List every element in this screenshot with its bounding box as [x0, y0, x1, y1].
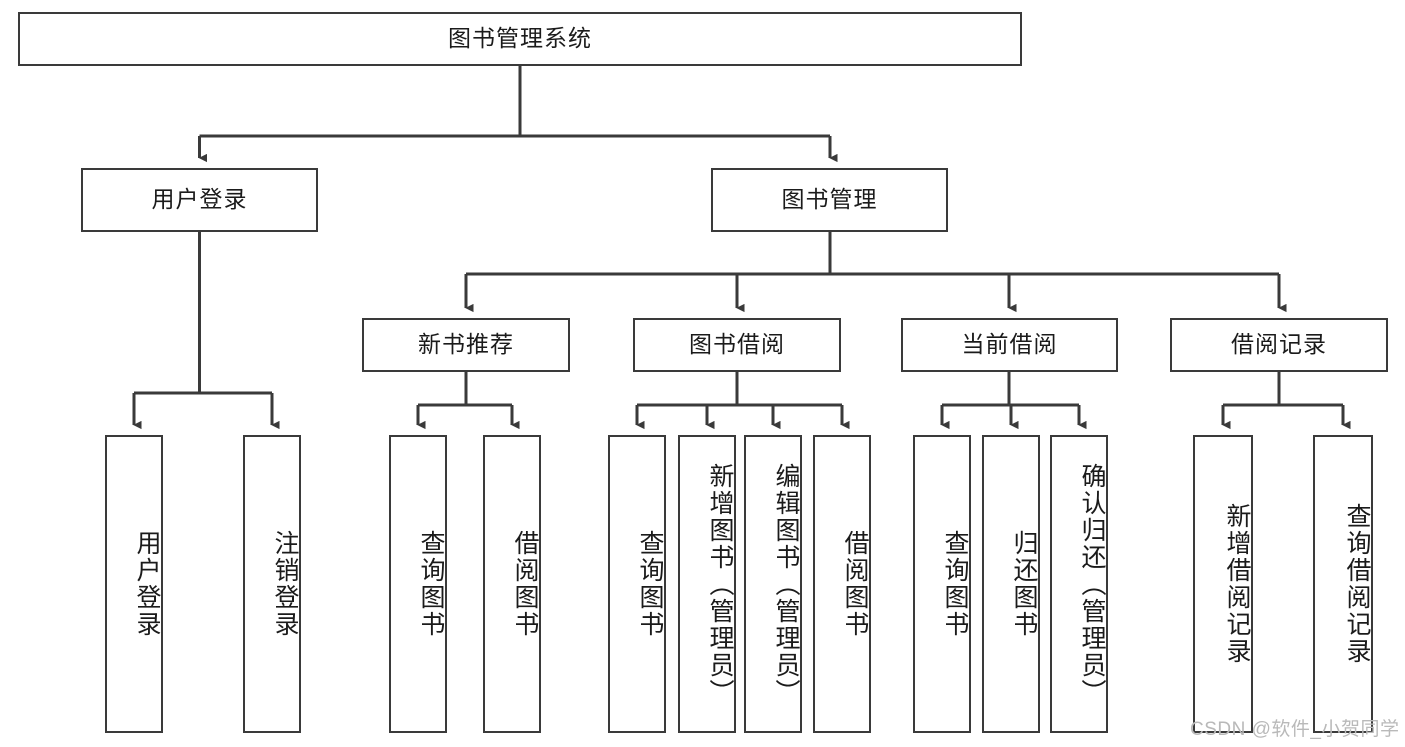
leaf-borrow-book-newbook[interactable]: 借阅图书 — [483, 435, 541, 733]
node-label: 确认归还（管理员） — [1078, 462, 1106, 706]
node-label: 图书管理系统 — [448, 25, 592, 52]
leaf-confirm-return-admin[interactable]: 确认归还（管理员） — [1050, 435, 1108, 733]
node-label: 图书管理 — [781, 186, 878, 213]
leaf-edit-book-admin[interactable]: 编辑图书（管理员） — [744, 435, 802, 733]
leaf-return-book[interactable]: 归还图书 — [982, 435, 1040, 733]
leaf-query-book-borrow[interactable]: 查询图书 — [608, 435, 666, 733]
node-label: 借阅图书 — [511, 530, 539, 638]
node-label: 新书推荐 — [418, 331, 514, 358]
node-label: 用户登录 — [151, 186, 248, 213]
leaf-query-book-newbook[interactable]: 查询图书 — [389, 435, 447, 733]
node-borrowing-record[interactable]: 借阅记录 — [1170, 318, 1388, 372]
node-label: 当前借阅 — [961, 331, 1058, 358]
node-label: 用户登录 — [133, 530, 161, 638]
leaf-add-book-admin[interactable]: 新增图书（管理员） — [678, 435, 736, 733]
node-label: 查询图书 — [941, 530, 969, 638]
node-label: 注销登录 — [271, 530, 299, 638]
node-label: 查询借阅记录 — [1343, 503, 1371, 665]
leaf-add-borrowing-record[interactable]: 新增借阅记录 — [1193, 435, 1253, 733]
leaf-borrow-book[interactable]: 借阅图书 — [813, 435, 871, 733]
node-label: 图书借阅 — [689, 331, 785, 358]
node-user-login[interactable]: 用户登录 — [81, 168, 318, 232]
leaf-logout[interactable]: 注销登录 — [243, 435, 301, 733]
node-label: 借阅记录 — [1231, 331, 1327, 358]
node-book-management[interactable]: 图书管理 — [711, 168, 948, 232]
node-label: 新增借阅记录 — [1223, 503, 1251, 665]
node-label: 查询图书 — [636, 530, 664, 638]
node-book-borrowing[interactable]: 图书借阅 — [633, 318, 841, 372]
node-book-management-system[interactable]: 图书管理系统 — [18, 12, 1022, 66]
leaf-query-book-current[interactable]: 查询图书 — [913, 435, 971, 733]
node-label: 编辑图书（管理员） — [772, 462, 800, 706]
node-current-borrowing[interactable]: 当前借阅 — [901, 318, 1118, 372]
node-label: 归还图书 — [1010, 530, 1038, 638]
node-label: 新增图书（管理员） — [706, 462, 734, 706]
leaf-user-login[interactable]: 用户登录 — [105, 435, 163, 733]
leaf-query-borrowing-record[interactable]: 查询借阅记录 — [1313, 435, 1373, 733]
node-label: 借阅图书 — [841, 530, 869, 638]
node-label: 查询图书 — [417, 530, 445, 638]
node-new-book-recommendation[interactable]: 新书推荐 — [362, 318, 570, 372]
